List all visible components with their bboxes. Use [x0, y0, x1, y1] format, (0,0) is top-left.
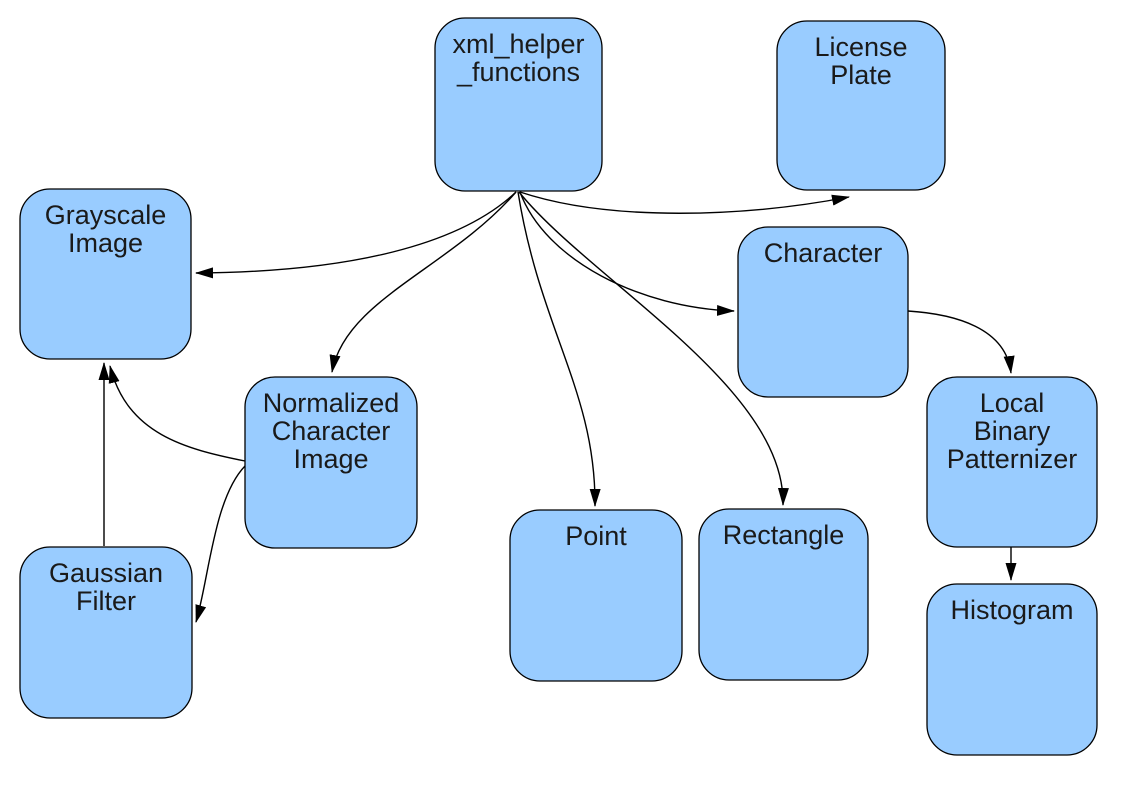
edge-xml_helper_functions-to-grayscale_image — [195, 191, 517, 279]
node-label-line: Grayscale — [45, 200, 167, 230]
node-label-line: Local — [980, 388, 1045, 418]
node-label-line: Image — [68, 228, 143, 258]
node-box-license_plate — [776, 20, 946, 191]
node-label-line: Character — [272, 416, 391, 446]
node-histogram: Histogram — [926, 583, 1098, 756]
edge-character-to-local_binary_patternizer — [907, 310, 1015, 374]
edge-xml_helper_functions-to-point — [517, 191, 601, 507]
node-box-point — [509, 509, 683, 682]
node-point: Point — [509, 509, 683, 682]
node-box-rectangle — [698, 508, 869, 681]
node-label-line: Image — [293, 444, 368, 474]
node-box-normalized_character_image — [244, 376, 418, 549]
node-label-line: Character — [764, 238, 883, 268]
node-label-line: xml_helper — [452, 29, 584, 59]
node-label-line: Filter — [76, 586, 136, 616]
node-box-xml_helper_functions — [434, 17, 603, 192]
edges-layer — [98, 191, 1017, 623]
node-label-line: Patternizer — [947, 444, 1078, 474]
node-label-line: Binary — [974, 416, 1051, 446]
node-box-grayscale_image — [19, 188, 192, 360]
node-rectangle: Rectangle — [698, 508, 869, 681]
node-character: Character — [737, 226, 909, 398]
node-label-line: Histogram — [950, 595, 1073, 625]
node-box-character — [737, 226, 909, 398]
node-label-line: Point — [565, 521, 627, 551]
edge-xml_helper_functions-to-character — [519, 191, 735, 316]
node-label-line: License — [814, 32, 907, 62]
node-label-line: Rectangle — [723, 520, 845, 550]
edge-xml_helper_functions-to-license_plate — [519, 191, 850, 214]
node-label-line: Normalized — [263, 388, 400, 418]
edge-xml_helper_functions-to-rectangle — [518, 191, 789, 506]
node-box-histogram — [926, 583, 1098, 756]
node-label-line: Gaussian — [49, 558, 163, 588]
edge-normalized_character_image-to-grayscale_image — [108, 365, 246, 462]
node-box-local_binary_patternizer — [926, 376, 1098, 548]
edge-xml_helper_functions-to-normalized_character_image — [329, 191, 517, 373]
edge-normalized_character_image-to-gaussian_filter — [195, 465, 246, 623]
node-xml_helper_functions: xml_helper_functions — [434, 17, 603, 192]
node-label-line: Plate — [830, 60, 892, 90]
node-box-gaussian_filter — [19, 546, 193, 719]
nodes-layer: xml_helper_functions LicensePlateGrayscal… — [19, 17, 1098, 756]
node-label-line: _functions — [456, 57, 580, 87]
